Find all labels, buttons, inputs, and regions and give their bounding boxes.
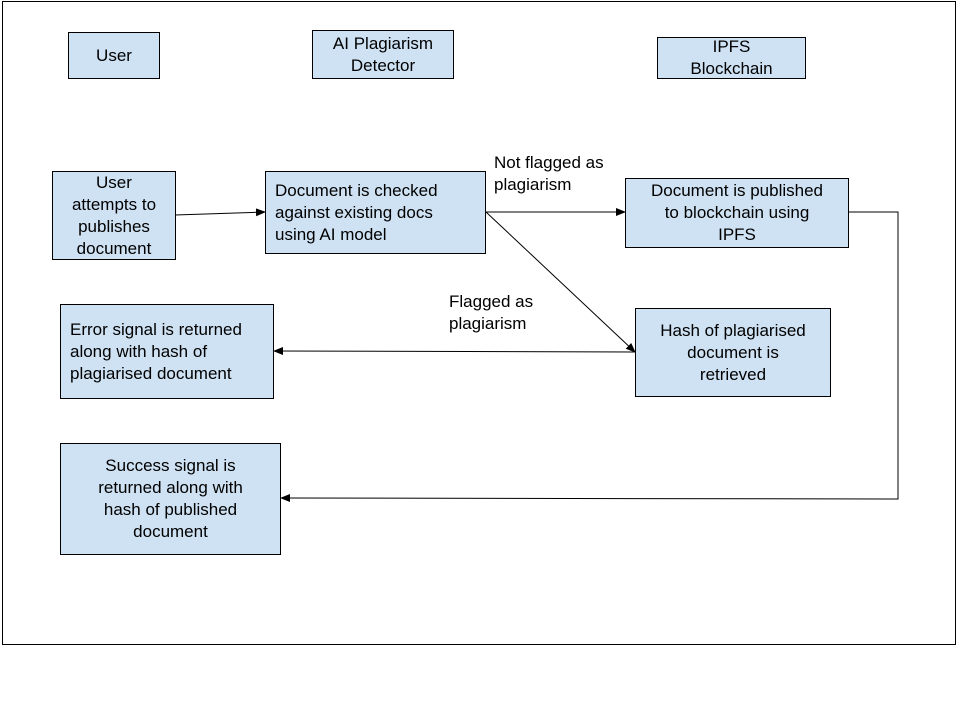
edge-label-not-flagged: Not flagged as plagiarism: [494, 153, 604, 194]
step-success-signal: Success signal is returned along with ha…: [60, 443, 281, 555]
arrow-hash-to-error: [273, 347, 636, 356]
step-document-checked: Document is checked against existing doc…: [265, 171, 486, 254]
diagram-frame: [2, 1, 956, 645]
arrow-check-to-hash: [485, 211, 636, 353]
step-hash-retrieved: Hash of plagiarised document is retrieve…: [635, 308, 831, 397]
arrow-attempt-to-check: [174, 208, 266, 217]
edge-label-flagged: Flagged as plagiarism: [449, 292, 534, 333]
step-error-signal: Error signal is returned along with hash…: [60, 304, 274, 399]
step-user-attempts-publish: User attempts to publishes document: [52, 171, 176, 260]
step-document-published: Document is published to blockchain usin…: [625, 178, 849, 248]
lane-ai-detector: AI Plagiarism Detector: [312, 30, 454, 79]
arrow-publish-to-success: [280, 211, 899, 503]
lane-ipfs-blockchain: IPFS Blockchain: [657, 37, 806, 79]
lane-user: User: [68, 32, 160, 79]
